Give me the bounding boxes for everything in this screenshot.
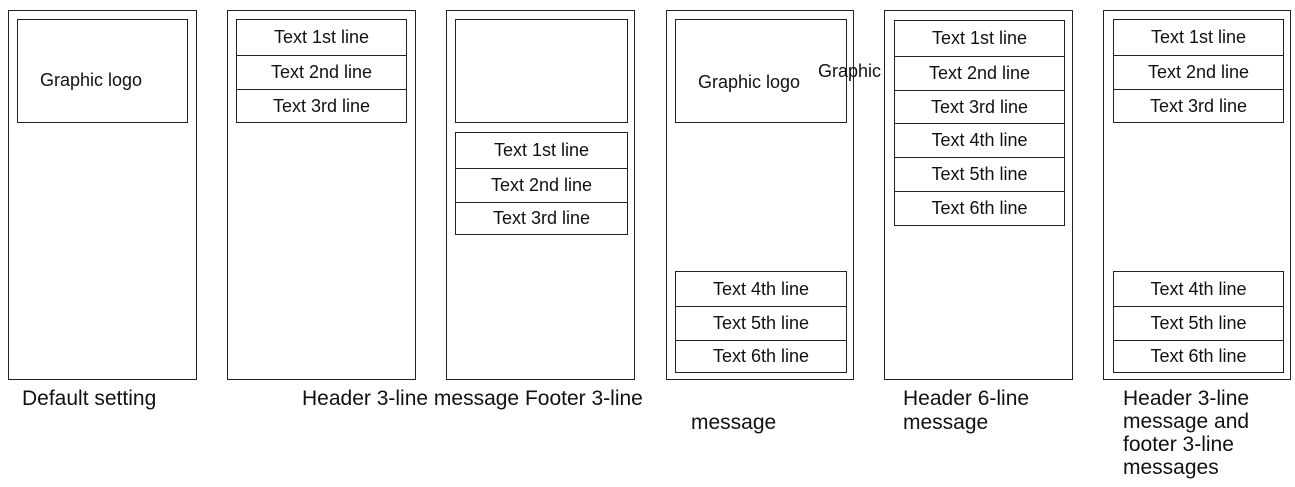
header-text-box: Text 1st line Text 2nd line Text 3rd lin… [894, 20, 1065, 226]
text-line: Text 5th line [1114, 306, 1283, 340]
text-line: Text 4th line [712, 278, 810, 299]
panel-logo-footer: Graphic logo Text 4th line Text 5th line… [666, 10, 854, 380]
text-line: Text 6th line [895, 191, 1064, 225]
caption-middle-line-2: message [691, 411, 777, 434]
panel-default-setting: Graphic logo [8, 10, 197, 380]
text-line: Text 3rd line [237, 89, 406, 122]
text-line: Text 3rd line [456, 202, 627, 234]
panel-header-6-line: Text 1st line Text 2nd line Text 3rd lin… [884, 10, 1073, 380]
graphic-logo-label: Graphic logo [698, 72, 801, 92]
header-text-box: Text 1st line Text 2nd line Text 3rd lin… [236, 19, 407, 123]
text-line: Text 5th line [676, 306, 846, 340]
text-line: Text 2nd line [895, 56, 1064, 90]
caption-header-footer-1: Header 3-line [1123, 387, 1250, 410]
text-line: Text 6th line [676, 340, 846, 372]
text-line: Text 4th line [895, 123, 1064, 157]
header-text-box: Text 1st line Text 2nd line Text 3rd lin… [1113, 19, 1284, 123]
text-line: Text 5th line [895, 157, 1064, 191]
caption-default-setting: Default setting [22, 387, 157, 410]
caption-header-footer-2: message and [1123, 410, 1250, 433]
text-line: Text 1st line [1150, 27, 1247, 47]
text-line: Text 6th line [1114, 340, 1283, 372]
text-line: Text 2nd line [1114, 55, 1283, 89]
caption-header-6-line-2: message [903, 411, 989, 434]
caption-header-footer-4: messages [1123, 456, 1219, 479]
footer-text-box: Text 4th line Text 5th line Text 6th lin… [675, 271, 847, 373]
text-line: Text 3rd line [1114, 89, 1283, 122]
text-line: Text 1st line [273, 27, 370, 47]
caption-header-6-line-1: Header 6-line [903, 387, 1030, 410]
panel-header-3-line: Text 1st line Text 2nd line Text 3rd lin… [227, 10, 416, 380]
graphic-logo-box: Graphic logo [17, 19, 188, 123]
graphic-logo-box: Graphic logo [675, 19, 847, 123]
footer-text-box: Text 4th line Text 5th line Text 6th lin… [1113, 271, 1284, 373]
text-line: Text 1st line [931, 28, 1028, 48]
text-line: Text 2nd line [237, 55, 406, 89]
graphic-logo-box [455, 19, 628, 123]
panel-header-and-footer: Text 1st line Text 2nd line Text 3rd lin… [1103, 10, 1291, 380]
panel-footer-3-line: Text 1st line Text 2nd line Text 3rd lin… [446, 10, 635, 380]
caption-header-footer-3: footer 3-line [1123, 433, 1234, 456]
text-line: Text 3rd line [895, 90, 1064, 123]
graphic-logo-label: Graphic logo [40, 70, 143, 90]
text-line: Text 1st line [493, 140, 590, 160]
text-line: Text 4th line [1150, 278, 1247, 299]
caption-middle-line-1: Header 3-line message Footer 3-line [302, 387, 643, 410]
footer-text-box: Text 1st line Text 2nd line Text 3rd lin… [455, 132, 628, 235]
text-line: Text 2nd line [456, 168, 627, 202]
